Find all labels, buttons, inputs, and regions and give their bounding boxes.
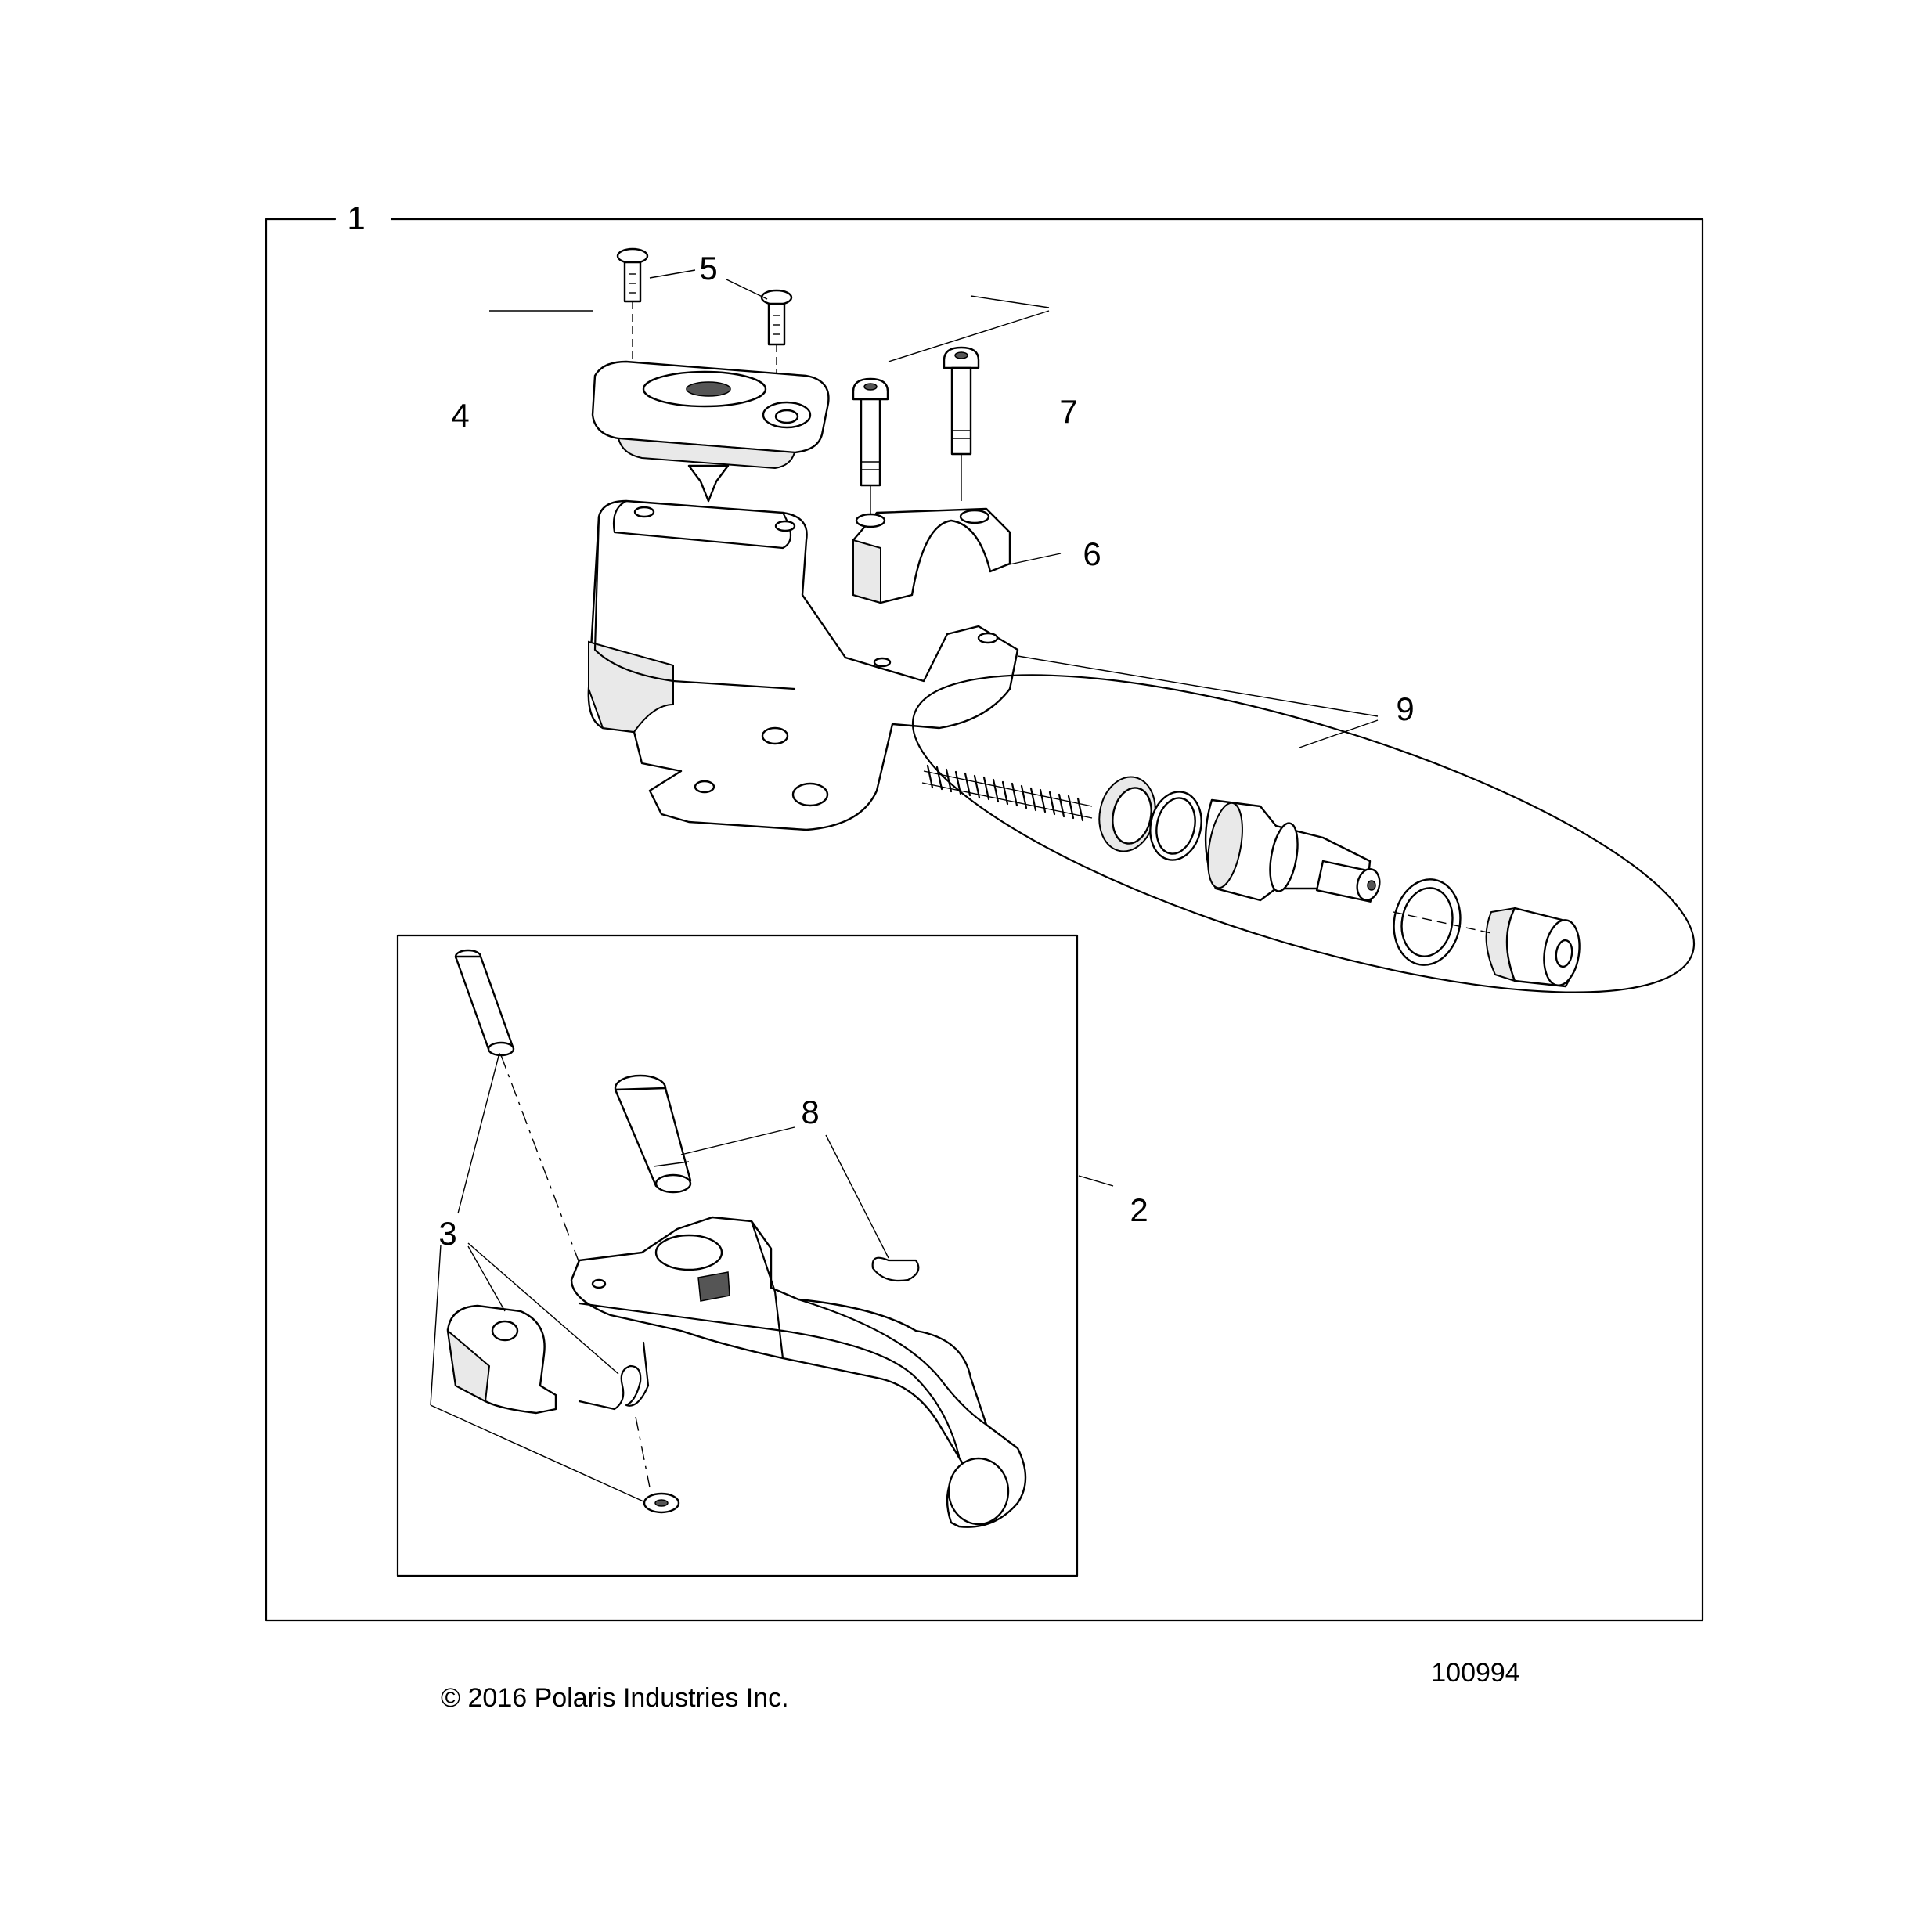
callout-3: 3 bbox=[438, 1215, 456, 1252]
reservoir-cap-4 bbox=[591, 360, 830, 503]
leader-lines bbox=[430, 269, 1379, 1502]
callout-6: 6 bbox=[1083, 535, 1101, 572]
copyright-notice: © 2016 Polaris Industries Inc. bbox=[441, 1683, 789, 1713]
handlebar-clamp-6 bbox=[852, 507, 1011, 604]
pivot-pin-3 bbox=[454, 949, 588, 1285]
assembly-frame-1 bbox=[265, 218, 1704, 1622]
figure-number: 100994 bbox=[1431, 1658, 1519, 1688]
callout-4: 4 bbox=[451, 397, 469, 434]
callout-7: 7 bbox=[1059, 393, 1077, 430]
subassembly-frame-2 bbox=[396, 934, 1079, 1577]
callout-1: 1 bbox=[347, 200, 365, 236]
e-clip-3 bbox=[643, 1492, 680, 1514]
callout-5: 5 bbox=[699, 250, 717, 287]
bolt-7-left bbox=[852, 377, 889, 521]
piston-kit-9 bbox=[911, 674, 1696, 993]
master-cylinder-body bbox=[587, 499, 1019, 831]
screw-5-left bbox=[616, 247, 649, 368]
adjuster-block-3 bbox=[446, 1304, 557, 1415]
bolt-7-right bbox=[943, 346, 980, 501]
callout-9: 9 bbox=[1396, 690, 1414, 727]
lever-pin-8 bbox=[614, 1074, 692, 1194]
return-spring-3 bbox=[578, 1341, 651, 1488]
brake-lever bbox=[570, 1216, 1027, 1528]
callout-8: 8 bbox=[801, 1094, 819, 1130]
spring bbox=[921, 764, 1093, 822]
callout-2: 2 bbox=[1130, 1191, 1148, 1228]
clip-8 bbox=[871, 1256, 920, 1282]
